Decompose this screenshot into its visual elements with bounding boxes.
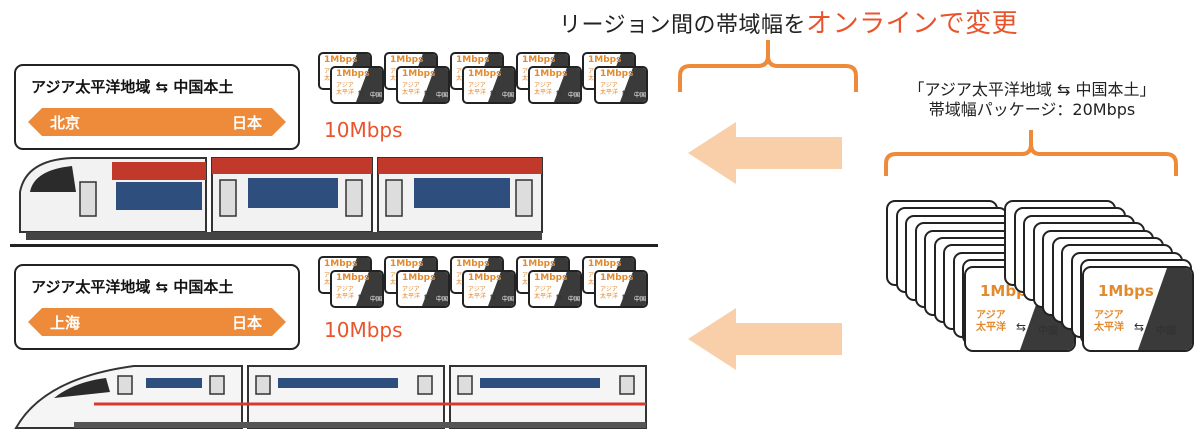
card-region: アジア太平洋 [976, 310, 1006, 333]
card-bandwidth: 1Mbps [456, 259, 490, 269]
bandwidth-card-1mbps: 1Mbps アジア太平洋⇆ 中国 [396, 270, 450, 308]
card-region: アジア太平洋 [402, 286, 421, 300]
bandwidth-card-1mbps: 1Mbps アジア太平洋⇆ 中国 [594, 270, 648, 308]
card-region: アジア太平洋 [600, 286, 619, 300]
card-bandwidth: 1Mbps [534, 273, 568, 283]
headline-prefix: リージョン間の帯域幅を [559, 13, 807, 38]
card-bandwidth: 1Mbps [456, 55, 490, 65]
card-arrow: ⇆ [424, 293, 430, 301]
card-china: 中国 [370, 296, 383, 303]
card-bandwidth: 1Mbps [336, 273, 370, 283]
card-china: 中国 [502, 92, 515, 99]
route-title: アジア太平洋地域 ⇆ 中国本土 [31, 78, 234, 96]
card-arrow: ⇆ [358, 293, 364, 301]
train-express-illustration [19, 157, 543, 240]
card-bandwidth: 1Mbps [324, 259, 358, 269]
bandwidth-card-front: 1Mbps アジア太平洋 ⇆ 中国 [1082, 266, 1194, 352]
card-arrow: ⇆ [424, 89, 430, 97]
card-bandwidth: 1Mbps [324, 55, 358, 65]
package-label: 「アジア太平洋地域 ⇆ 中国本土」 帯域幅パッケージ：20Mbps [882, 80, 1182, 120]
card-bandwidth: 1Mbps [402, 69, 436, 79]
card-bandwidth: 1Mbps [1098, 282, 1154, 300]
top-bracket [678, 40, 858, 92]
divider-track [10, 244, 658, 247]
route-direction-bar: 上海 日本 [28, 308, 286, 336]
headline-highlight: オンラインで変更 [806, 9, 1019, 39]
card-bandwidth: 1Mbps [588, 55, 622, 65]
bandwidth-card-1mbps: 1Mbps アジア太平洋⇆ 中国 [330, 66, 384, 104]
route-box-shanghai: アジア太平洋地域 ⇆ 中国本土 上海 日本 [14, 264, 300, 350]
route-box-beijing: アジア太平洋地域 ⇆ 中国本土 北京 日本 [14, 64, 300, 150]
card-arrow: ⇆ [358, 89, 364, 97]
bandwidth-card-1mbps: 1Mbps アジア太平洋⇆ 中国 [330, 270, 384, 308]
package-bracket [884, 130, 1178, 176]
card-region: アジア太平洋 [534, 286, 553, 300]
route-direction-bar: 北京 日本 [28, 108, 286, 136]
route-origin: 上海 [50, 314, 81, 332]
card-region: アジア太平洋 [600, 82, 619, 96]
card-bandwidth: 1Mbps [600, 69, 634, 79]
card-bandwidth: 1Mbps [468, 273, 502, 283]
headline: リージョン間の帯域幅をオンラインで変更 [559, 3, 1018, 40]
card-china: 中国 [436, 92, 449, 99]
card-region: アジア太平洋 [468, 286, 487, 300]
card-arrow: ⇆ [1134, 320, 1145, 334]
card-arrow: ⇆ [622, 293, 628, 301]
route-speed: 10Mbps [324, 318, 403, 342]
card-china: 中国 [634, 92, 647, 99]
card-china: 中国 [1156, 326, 1176, 337]
flow-arrow-bottom [688, 308, 842, 370]
bandwidth-card-1mbps: 1Mbps アジア太平洋⇆ 中国 [528, 270, 582, 308]
bandwidth-card-1mbps: 1Mbps アジア太平洋⇆ 中国 [396, 66, 450, 104]
card-bandwidth: 1Mbps [534, 69, 568, 79]
bandwidth-card-1mbps: 1Mbps アジア太平洋⇆ 中国 [462, 270, 516, 308]
card-region: アジア太平洋 [336, 286, 355, 300]
card-bandwidth: 1Mbps [522, 55, 556, 65]
card-region: アジア太平洋 [534, 82, 553, 96]
bandwidth-card-1mbps: 1Mbps アジア太平洋⇆ 中国 [462, 66, 516, 104]
card-arrow: ⇆ [622, 89, 628, 97]
card-arrow: ⇆ [556, 89, 562, 97]
card-arrow: ⇆ [490, 293, 496, 301]
train-shinkansen-illustration [14, 365, 647, 429]
card-arrow: ⇆ [556, 293, 562, 301]
card-region: アジア太平洋 [1094, 310, 1124, 333]
package-label-line2: 帯域幅パッケージ：20Mbps [928, 100, 1136, 119]
flow-arrow-top [688, 122, 842, 184]
card-bandwidth: 1Mbps [588, 259, 622, 269]
card-region: アジア太平洋 [336, 82, 355, 96]
card-bandwidth: 1Mbps [336, 69, 370, 79]
card-china: 中国 [370, 92, 383, 99]
card-china: 中国 [436, 296, 449, 303]
card-china: 中国 [568, 296, 581, 303]
card-bandwidth: 1Mbps [402, 273, 436, 283]
route-title: アジア太平洋地域 ⇆ 中国本土 [31, 278, 234, 296]
route-destination: 日本 [231, 114, 262, 132]
card-bandwidth: 1Mbps [390, 55, 424, 65]
package-label-line1: 「アジア太平洋地域 ⇆ 中国本土」 [908, 80, 1156, 99]
card-china: 中国 [568, 92, 581, 99]
route-destination: 日本 [231, 314, 262, 332]
card-bandwidth: 1Mbps [522, 259, 556, 269]
card-bandwidth: 1Mbps [468, 69, 502, 79]
card-region: アジア太平洋 [468, 82, 487, 96]
card-bandwidth: 1Mbps [600, 273, 634, 283]
card-arrow: ⇆ [490, 89, 496, 97]
card-bandwidth: 1Mbps [390, 259, 424, 269]
card-china: 中国 [634, 296, 647, 303]
bandwidth-card-1mbps: 1Mbps アジア太平洋⇆ 中国 [594, 66, 648, 104]
card-arrow: ⇆ [1016, 320, 1027, 334]
route-speed: 10Mbps [324, 118, 403, 142]
bandwidth-card-1mbps: 1Mbps アジア太平洋⇆ 中国 [528, 66, 582, 104]
route-origin: 北京 [50, 114, 81, 132]
card-region: アジア太平洋 [402, 82, 421, 96]
card-china: 中国 [1038, 326, 1058, 337]
card-china: 中国 [502, 296, 515, 303]
